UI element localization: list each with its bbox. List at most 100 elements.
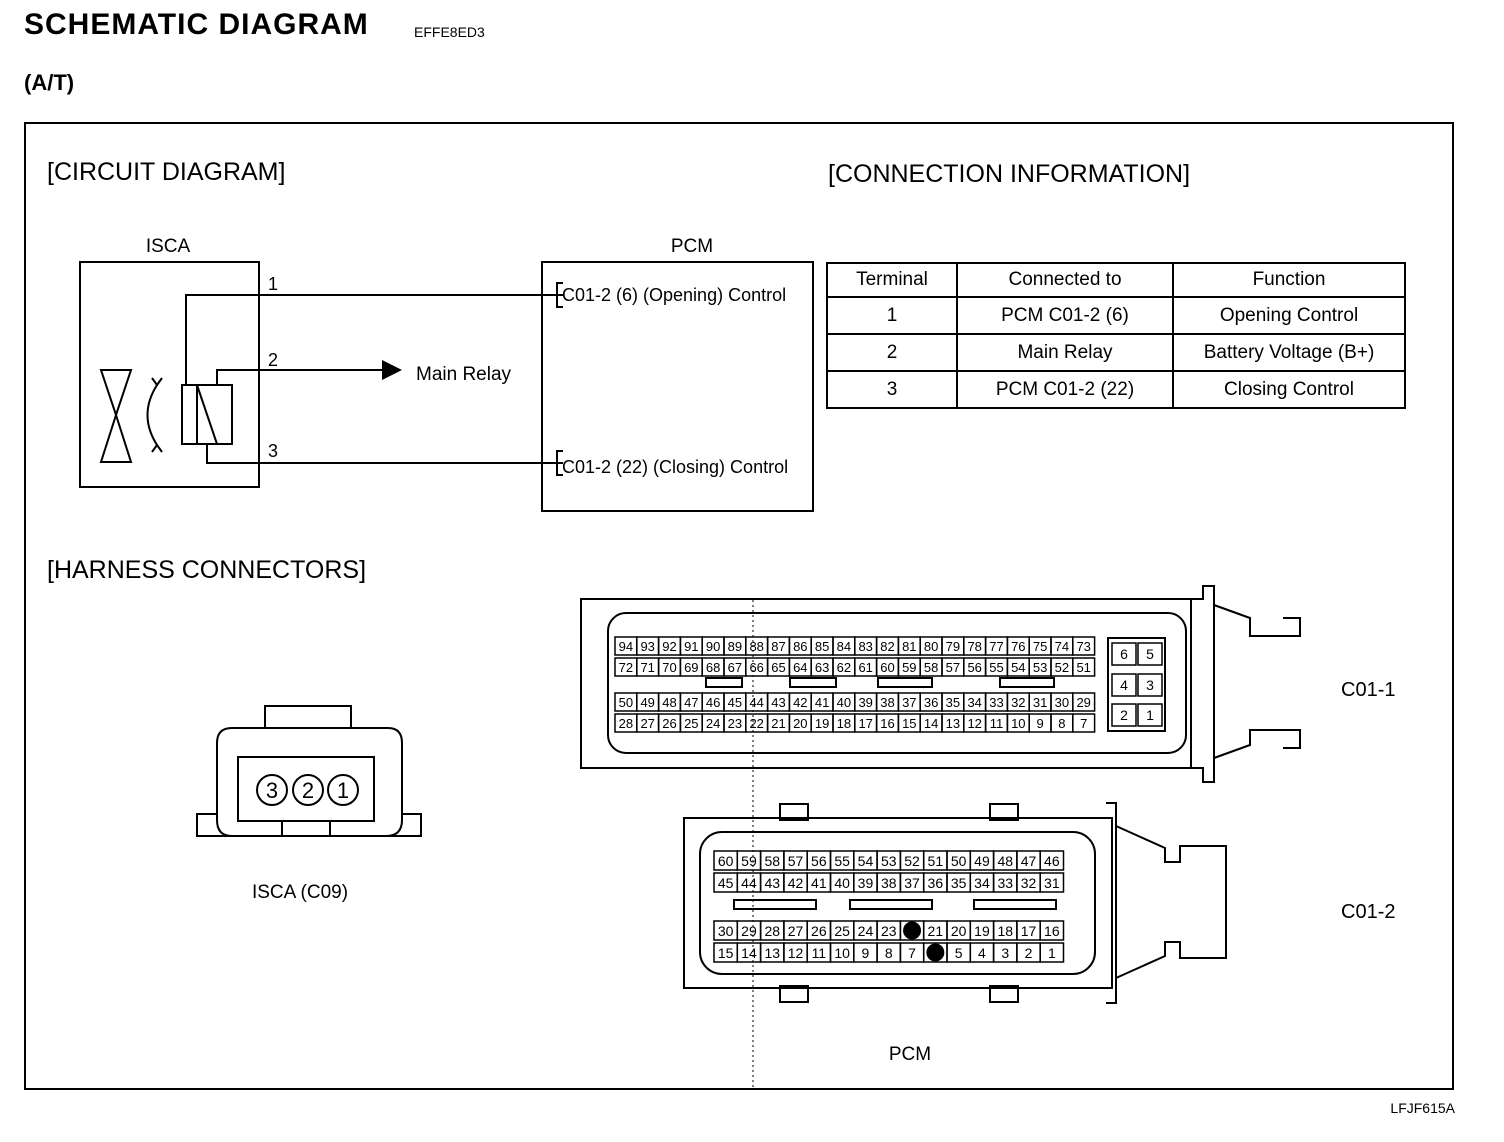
c01-2-pin-number: 5 — [955, 945, 963, 961]
c01-1-pin-number: 30 — [1055, 695, 1069, 710]
c01-2-pin-number: 14 — [741, 945, 757, 961]
c01-1-pin-number: 78 — [967, 639, 981, 654]
connection-info-heading: [CONNECTION INFORMATION] — [828, 160, 1191, 188]
c01-2-pin-number: 4 — [978, 945, 986, 961]
c01-2-pin-number: 53 — [881, 853, 897, 869]
c01-2-pin-number: 18 — [997, 923, 1013, 939]
c01-1-pin-number: 15 — [902, 716, 916, 731]
c01-1-pin-number: 48 — [662, 695, 676, 710]
c01-1-pin-number: 20 — [793, 716, 807, 731]
c01-2-pin-number: 39 — [858, 875, 874, 891]
wire-1-label: 1 — [268, 274, 278, 294]
diagram-frame — [24, 122, 1454, 1090]
c01-1-pin-number: 11 — [990, 716, 1004, 731]
c01-2-pin-number: 37 — [904, 875, 920, 891]
c01-2-pin-number: 27 — [788, 923, 804, 939]
c01-1-pin-number: 75 — [1033, 639, 1047, 654]
c01-2-pin-number: 15 — [718, 945, 734, 961]
c01-1-pin-number: 8 — [1058, 716, 1065, 731]
c01-1-pin-number: 58 — [924, 660, 938, 675]
c01-1-pin-number: 31 — [1033, 695, 1047, 710]
c01-2-pin-number: 11 — [812, 945, 827, 961]
c01-2-pin-number: 28 — [764, 923, 780, 939]
c01-1-pin-number: 34 — [967, 695, 981, 710]
c01-1-side-pin-number: 2 — [1120, 707, 1128, 723]
c01-2-pin-number: 33 — [997, 875, 1013, 891]
c01-2-pin-number: 24 — [858, 923, 874, 939]
c01-1-pin-cell — [1072, 713, 1096, 733]
pcm-box — [541, 261, 814, 512]
c01-1-pin-number: 13 — [946, 716, 960, 731]
cell-connected-to: Main Relay — [956, 333, 1174, 372]
c01-2-pin-number: 49 — [974, 853, 990, 869]
c01-1-pin-number: 47 — [684, 695, 698, 710]
c01-1-pin-number: 18 — [837, 716, 851, 731]
c01-1-pin-number: 73 — [1076, 639, 1090, 654]
isca-connector-caption: ISCA (C09) — [252, 882, 348, 903]
cell-function: Closing Control — [1172, 370, 1406, 409]
c01-1-pin-number: 27 — [640, 716, 654, 731]
header-connected-to: Connected to — [956, 262, 1174, 298]
cell-function: Battery Voltage (B+) — [1172, 333, 1406, 372]
c01-2-used-pin-dot — [926, 943, 945, 962]
c01-1-pin-number: 24 — [706, 716, 720, 731]
document-code: EFFE8ED3 — [414, 24, 485, 40]
c01-1-pin-number: 10 — [1011, 716, 1025, 731]
pin-bracket-close — [556, 450, 563, 476]
c01-1-pin-number: 51 — [1076, 660, 1090, 675]
c01-1-pin-number: 12 — [967, 716, 981, 731]
c01-1-pin-number: 7 — [1080, 716, 1087, 731]
c01-1-pin-number: 94 — [619, 639, 633, 654]
c01-2-pin-cell — [1039, 850, 1065, 871]
c01-1-pin-number: 90 — [706, 639, 720, 654]
pin-bracket-open — [556, 282, 563, 308]
c01-1-pin-number: 49 — [640, 695, 654, 710]
c01-2-pin-number: 60 — [718, 853, 734, 869]
c01-1-side-pin-number: 5 — [1146, 646, 1154, 662]
c01-1-pin-number: 80 — [924, 639, 938, 654]
c01-2-pin-number: 56 — [811, 853, 827, 869]
c01-1-pin-number: 32 — [1011, 695, 1025, 710]
c01-2-pin-number: 20 — [951, 923, 967, 939]
c01-2-pin-number: 35 — [951, 875, 967, 891]
c01-1-pin-number: 17 — [858, 716, 872, 731]
c01-1-pin-number: 37 — [902, 695, 916, 710]
c01-2-pin-number: 16 — [1044, 923, 1060, 939]
c01-1-pin-number: 65 — [771, 660, 785, 675]
c01-1-pin-number: 87 — [771, 639, 785, 654]
pcm-pin-closing: C01-2 (22) (Closing) Control — [562, 457, 788, 477]
header-function: Function — [1172, 262, 1406, 298]
c01-1-pin-number: 22 — [749, 716, 763, 731]
c01-2-pin-number: 25 — [834, 923, 850, 939]
c01-1-pin-number: 55 — [989, 660, 1003, 675]
c01-2-pin-number: 1 — [1048, 945, 1056, 961]
c01-2-pin-number: 26 — [811, 923, 827, 939]
c01-1-pin-number: 70 — [662, 660, 676, 675]
c01-1-pin-number: 61 — [858, 660, 872, 675]
main-relay-label: Main Relay — [416, 364, 512, 385]
isca-pin — [256, 774, 288, 806]
c01-1-side-pin-cell — [1111, 642, 1137, 666]
c01-1-side-pin-cell — [1137, 703, 1163, 727]
c01-2-pin-number: 38 — [881, 875, 897, 891]
c01-1-pin-number: 25 — [684, 716, 698, 731]
cell-terminal: 3 — [826, 370, 958, 409]
circuit-diagram-heading: [CIRCUIT DIAGRAM] — [47, 158, 286, 186]
c01-2-pin-number: 21 — [928, 923, 944, 939]
c01-1-pin-number: 66 — [749, 660, 763, 675]
c01-2-pin-number: 48 — [997, 853, 1013, 869]
cell-function: Opening Control — [1172, 296, 1406, 335]
valve-icon — [99, 369, 163, 463]
c01-2-pin-number: 31 — [1044, 875, 1060, 891]
c01-1-side-pin-cell — [1137, 642, 1163, 666]
page-title: SCHEMATIC DIAGRAM — [24, 8, 369, 41]
c01-1-pin-number: 21 — [771, 716, 785, 731]
c01-2-connector-body — [683, 802, 1227, 1004]
c01-1-pin-number: 38 — [880, 695, 894, 710]
pcm-label: PCM — [671, 236, 713, 257]
c01-2-label: C01-2 — [1341, 901, 1395, 923]
c01-1-side-pin-cell — [1137, 673, 1163, 697]
c01-1-pin-number: 33 — [989, 695, 1003, 710]
c01-1-pin-number: 16 — [880, 716, 894, 731]
